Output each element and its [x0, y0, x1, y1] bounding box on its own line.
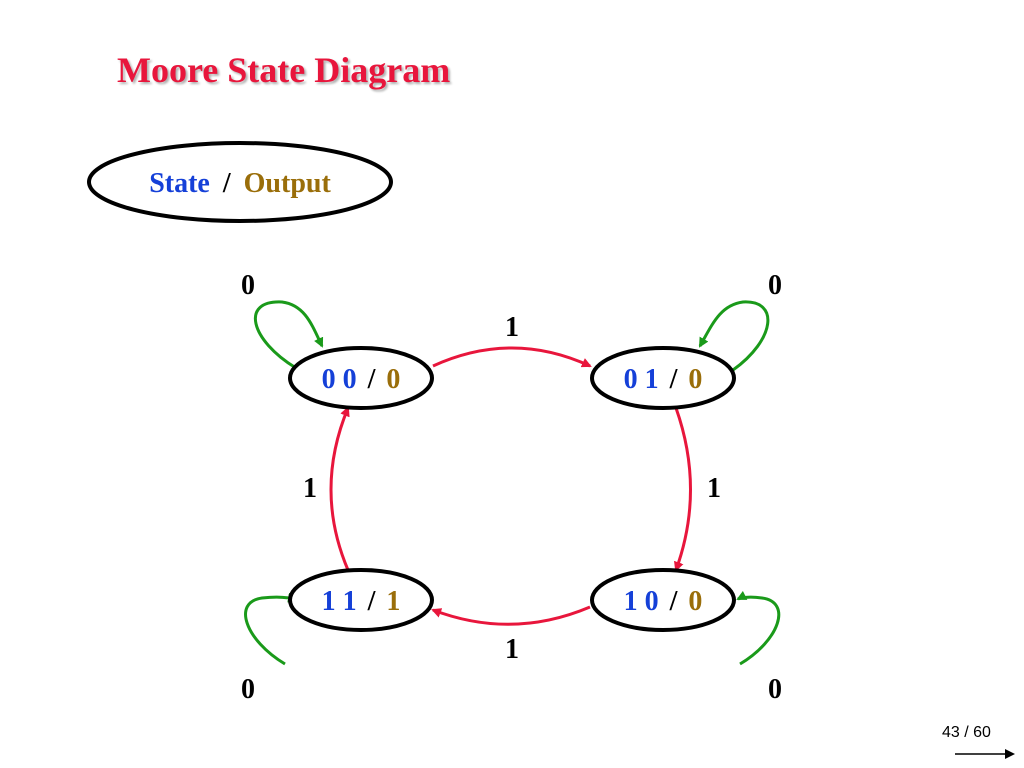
page-number: 43 / 60: [942, 724, 991, 741]
state-separator: /: [367, 586, 377, 617]
legend-node: State / Output: [87, 141, 393, 223]
svg-text:0 0 / 0: 0 0 / 0: [322, 364, 401, 395]
state-output: 0: [688, 586, 702, 617]
self-loop-label-01: 0: [768, 270, 782, 301]
transition-label-01-10: 1: [707, 473, 721, 504]
self-loop-label-11: 0: [241, 674, 255, 705]
legend-output-label: Output: [244, 168, 332, 199]
self-loop-00: [253, 300, 324, 370]
transition-01-to-10: [674, 407, 692, 572]
state-code: 1 1: [322, 586, 357, 617]
next-slide-arrow-icon[interactable]: [955, 748, 1017, 760]
svg-text:1 0 / 0: 1 0 / 0: [624, 586, 703, 617]
state-code: 1 0: [624, 586, 659, 617]
state-separator: /: [669, 586, 679, 617]
legend-state-label: State: [149, 168, 210, 199]
transition-label-10-11: 1: [505, 634, 519, 665]
transition-label-00-01: 1: [505, 312, 519, 343]
state-node-00: 0 0 / 0: [288, 346, 434, 410]
legend-separator: /: [222, 168, 232, 199]
transition-11-to-00: [329, 406, 350, 571]
state-output: 0: [386, 364, 400, 395]
transition-10-to-11: [431, 605, 591, 626]
svg-text:State / Output: State / Output: [149, 168, 331, 199]
self-loop-10: [736, 590, 781, 666]
transition-label-11-00: 1: [303, 473, 317, 504]
self-loop-11: [244, 592, 298, 666]
svg-text:0 1 / 0: 0 1 / 0: [624, 364, 703, 395]
self-loop-label-00: 0: [241, 270, 255, 301]
state-output: 1: [386, 586, 400, 617]
svg-text:1 1 / 1: 1 1 / 1: [322, 586, 401, 617]
state-node-01: 0 1 / 0: [590, 346, 736, 410]
state-separator: /: [367, 364, 377, 395]
state-output: 0: [688, 364, 702, 395]
self-loop-01: [698, 300, 770, 372]
state-node-11: 1 1 / 1: [288, 568, 434, 632]
self-loop-label-10: 0: [768, 674, 782, 705]
transition-00-to-01: [432, 346, 592, 368]
state-separator: /: [669, 364, 679, 395]
state-code: 0 0: [322, 364, 357, 395]
state-code: 0 1: [624, 364, 659, 395]
state-node-10: 1 0 / 0: [590, 568, 736, 632]
slide-title: Moore State Diagram: [117, 50, 451, 90]
